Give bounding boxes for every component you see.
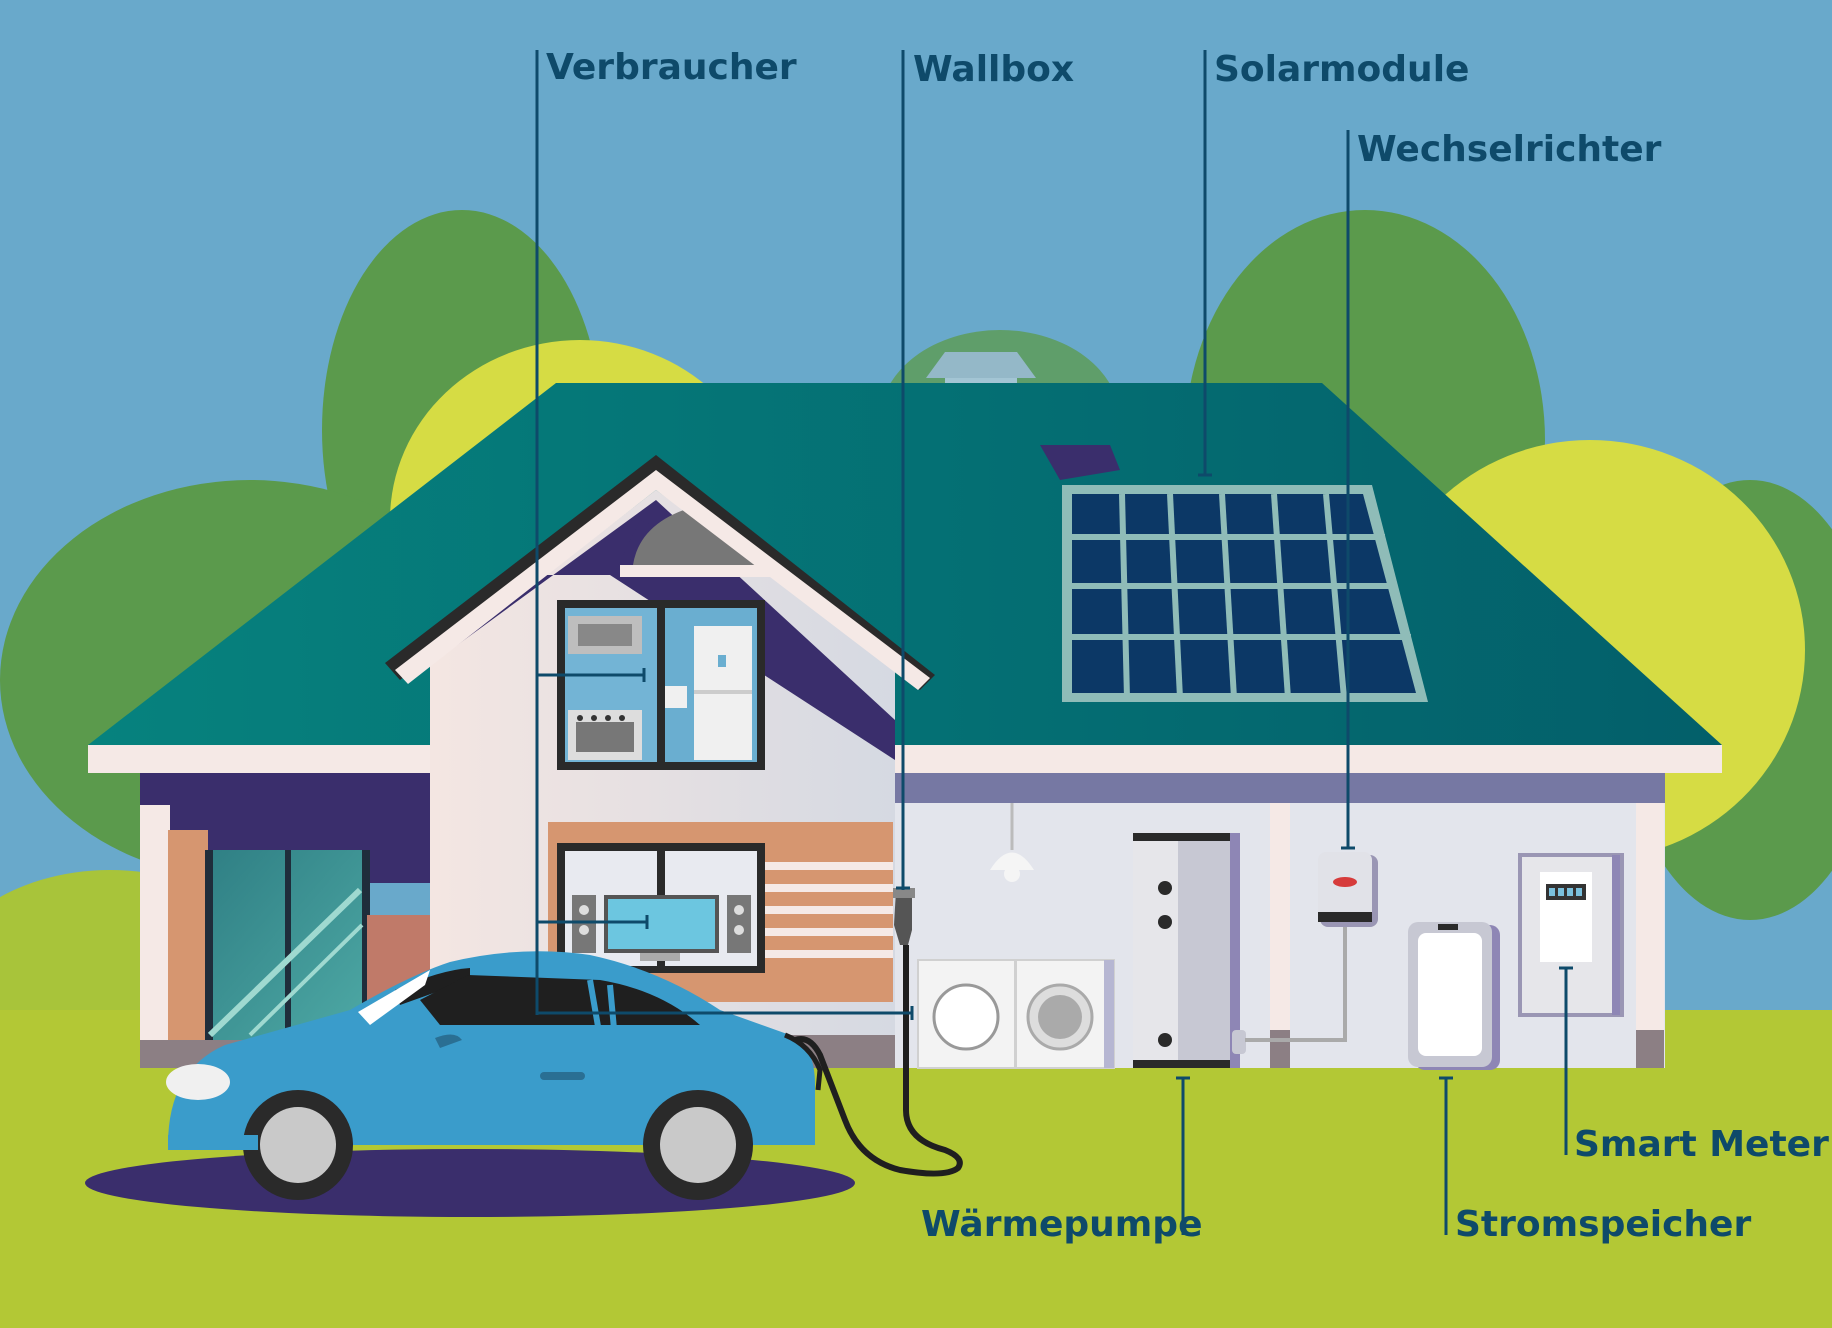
label-wechselrichter: Wechselrichter [1357, 129, 1662, 170]
lamp-icon [990, 803, 1034, 882]
wallbox-icon [794, 888, 963, 1177]
cable [1245, 925, 1347, 1042]
label-waermepumpe: Wärmepumpe [921, 1204, 1203, 1245]
label-stromspeicher: Stromspeicher [1455, 1204, 1752, 1245]
smart-meter-icon [1518, 853, 1624, 1017]
washing-machine-icon [917, 959, 1115, 1069]
label-solarmodule: Solarmodule [1214, 49, 1470, 90]
left-wing [140, 773, 430, 1068]
label-verbraucher: Verbraucher [546, 47, 797, 88]
label-smart-meter: Smart Meter [1574, 1124, 1829, 1165]
living-window [548, 822, 893, 1002]
heat-pump-icon [1133, 833, 1246, 1068]
battery-icon [1408, 922, 1500, 1070]
kitchen-window [557, 600, 765, 770]
leader-lines [535, 50, 1573, 1235]
inverter-icon [1318, 852, 1378, 927]
label-wallbox: Wallbox [913, 49, 1075, 90]
right-wing [895, 773, 1665, 1068]
solar-panel-icon [1062, 485, 1428, 702]
eave [88, 745, 1722, 773]
